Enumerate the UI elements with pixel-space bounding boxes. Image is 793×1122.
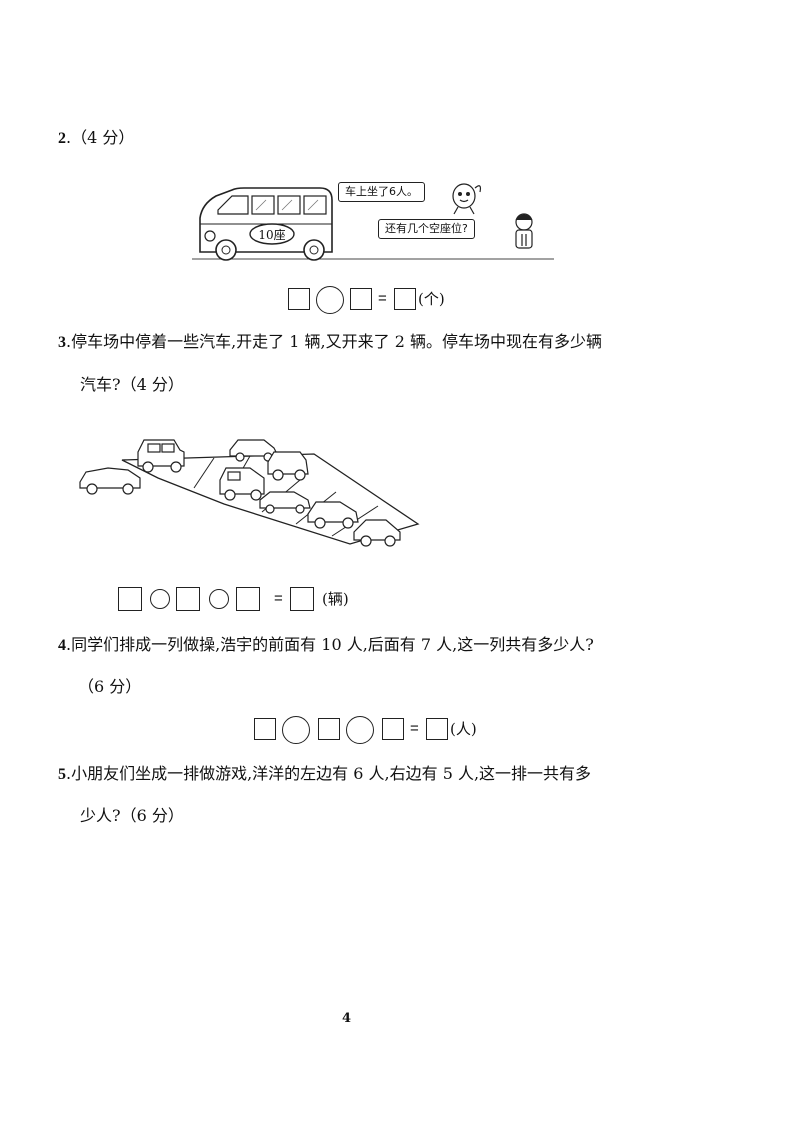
answer-box[interactable] [426,718,448,740]
question-3-line1: 3.停车场中停着一些汽车,开走了 1 辆,又开来了 2 辆。停车场中现在有多少辆 [58,332,602,353]
speech-bubble-empty-seats: 还有几个空座位? [378,219,475,239]
answer-box[interactable] [118,587,142,611]
question-text: .同学们排成一列做操,浩宇的前面有 10 人,后面有 7 人,这一列共有多少人? [66,635,594,654]
operator-circle[interactable] [209,589,229,609]
question-text: .（4 分） [66,128,135,147]
answer-box[interactable] [350,288,372,310]
question-4-line2: （6 分） [78,677,142,696]
question-text: .停车场中停着一些汽车,开走了 1 辆,又开来了 2 辆。停车场中现在有多少辆 [66,332,602,351]
answer-box[interactable] [318,718,340,740]
bus-seat-label: 10座 [258,227,285,242]
parking-lot-illustration [79,439,420,547]
question-text: .小朋友们坐成一排做游戏,洋洋的左边有 6 人,右边有 5 人,这一排一共有多 [66,764,592,783]
equals-sign: = [378,290,387,307]
answer-box[interactable] [382,718,404,740]
answer-box[interactable] [236,587,260,611]
speech-bubble-seated: 车上坐了6人。 [338,182,425,202]
operator-circle[interactable] [282,716,310,744]
answer-box[interactable] [288,288,310,310]
equals-sign: = [274,590,283,607]
equals-sign: = [410,720,419,737]
car-icons [79,439,401,547]
answer-box[interactable] [290,587,314,611]
unit-label: (辆) [322,590,349,608]
bus-illustration: 10座 [192,183,554,261]
page-number: 4 [342,1011,352,1026]
question-5-line2: 少人?（6 分） [80,806,184,825]
operator-circle[interactable] [346,716,374,744]
question-2-header: 2.（4 分） [58,128,134,149]
unit-label: (人) [450,720,477,738]
question-4-line1: 4.同学们排成一列做操,浩宇的前面有 10 人,后面有 7 人,这一列共有多少人… [58,635,594,656]
character-boy [515,213,533,249]
question-5-line1: 5.小朋友们坐成一排做游戏,洋洋的左边有 6 人,右边有 5 人,这一排一共有多 [58,764,591,785]
question-number: 2 [58,130,66,147]
question-number: 4 [58,637,66,654]
question-number: 3 [58,334,66,351]
answer-box[interactable] [176,587,200,611]
character-egg [452,183,482,215]
answer-box[interactable] [394,288,416,310]
unit-label: (个) [418,290,445,308]
question-3-line2: 汽车?（4 分） [80,375,184,394]
operator-circle[interactable] [316,286,344,314]
operator-circle[interactable] [150,589,170,609]
question-number: 5 [58,766,66,783]
answer-box[interactable] [254,718,276,740]
